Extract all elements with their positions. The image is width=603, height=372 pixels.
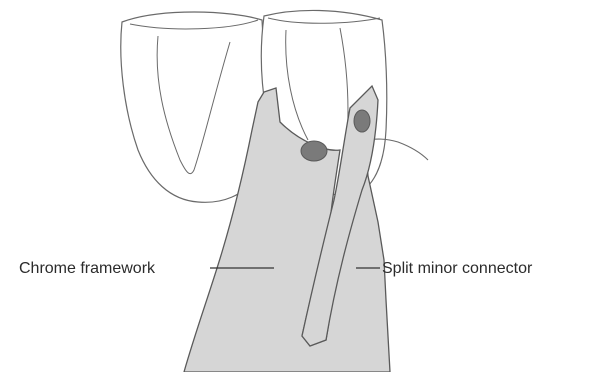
chrome-framework-label: Chrome framework (19, 259, 155, 279)
split-minor-connector-label: Split minor connector (382, 259, 532, 279)
occlusal-rest-right (354, 110, 370, 132)
occlusal-rest-left (301, 141, 327, 161)
